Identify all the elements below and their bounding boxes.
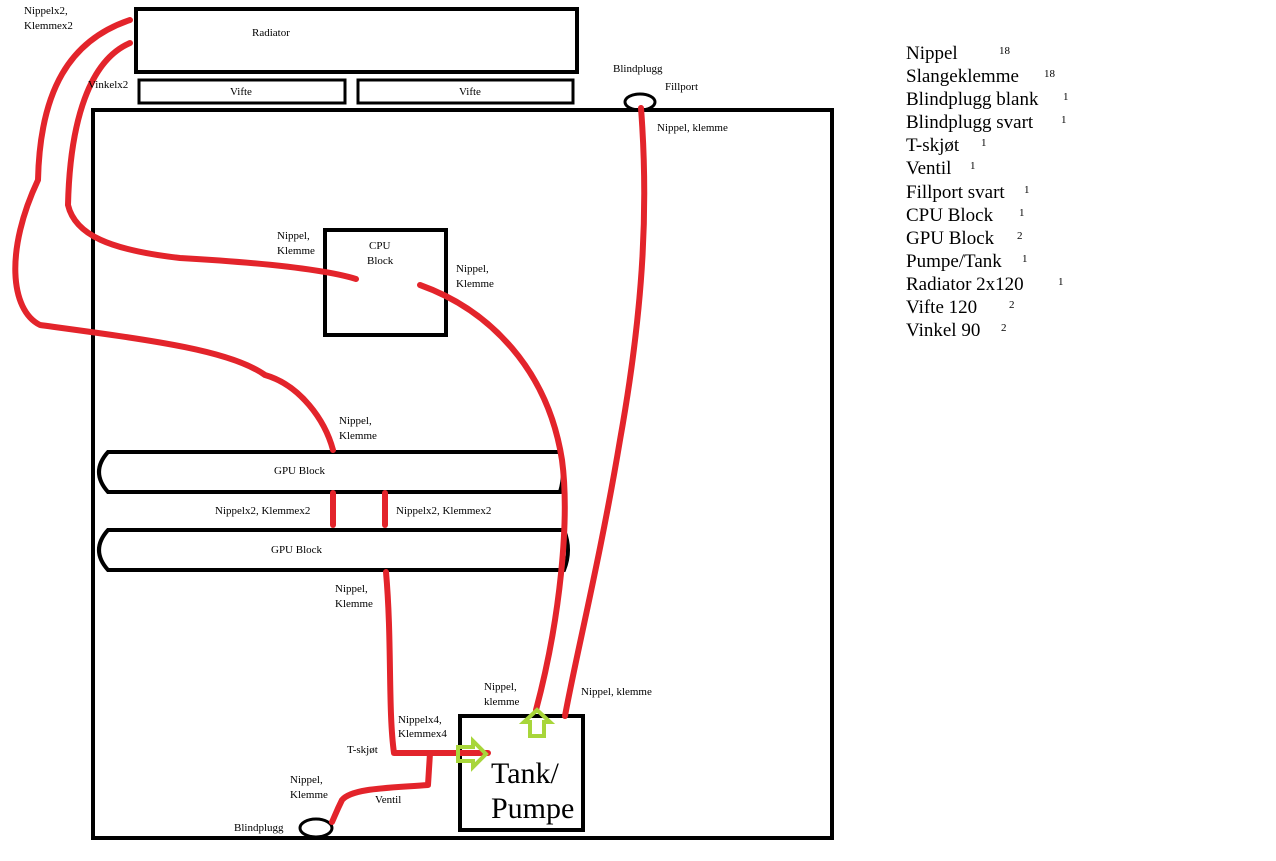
bottom-plug-label: Blindplugg [234,822,284,834]
hose-tee-to-drain [329,750,433,825]
parts-list-item: Fillport svart 1 [906,181,1038,204]
hose-gpu-to-tee [383,569,491,756]
tank-pump [458,714,585,832]
part-qty: 1 [981,137,987,150]
gpu-bridge-left-label: Nippelx2, Klemmex2 [215,505,310,517]
part-qty: 1 [1024,183,1030,196]
angle-fittings-label: Vinkelx2 [88,79,128,91]
gpu-block-bottom [97,528,570,572]
part-qty: 18 [999,45,1010,57]
fan-left [137,78,347,105]
cpu-in-label-2: Klemme [277,245,315,257]
parts-list-item: CPU Block 1 [906,204,1038,227]
parts-list-item: Ventil 1 [906,157,1038,180]
hose-radiator-to-gpu [12,17,336,453]
part-name: Radiator 2x120 [906,273,1024,295]
valve-label: Ventil [375,794,401,806]
part-name: Pumpe/Tank [906,250,1002,272]
drain-fitting-label-2: Klemme [290,789,328,801]
tank-in-label-1: Nippel, [484,681,517,693]
cpu-out-label-2: Klemme [456,278,494,290]
fan-left-label: Vifte [230,86,252,98]
part-name: Blindplugg svart [906,112,1034,134]
parts-list-item: Pumpe/Tank 1 [906,250,1038,273]
parts-list-item: Radiator 2x120 1 [906,273,1064,296]
part-qty: 2 [1001,322,1007,335]
cpu-block [323,228,448,337]
tank-in-label-2: klemme [484,696,520,708]
radiator-fittings-label-2: Klemmex2 [24,20,73,32]
hose-radiator-to-cpu [65,40,359,282]
radiator-fittings-label: Nippelx2, [24,5,68,17]
part-qty: 1 [1019,206,1025,219]
drain-fitting-label-1: Nippel, [290,774,323,786]
tank-pump-label-2: Pumpe [491,792,574,825]
gpu-block-top-label: GPU Block [274,465,326,477]
cpu-out-label-1: Nippel, [456,263,489,275]
tee-fittings-label-1: Nippelx4, [398,714,442,726]
gpu-top-in-label-1: Nippel, [339,415,372,427]
parts-list-item: T-skjøt 1 [906,134,1038,157]
tee-label: T-skjøt [347,744,378,756]
gpu-top-in-label-2: Klemme [339,430,377,442]
gpu-block-bottom-label: GPU Block [271,544,323,556]
cpu-block-label-1: CPU [369,240,390,252]
tee-fittings-label-2: Klemmex4 [398,728,447,740]
part-name: Blindplugg blank [906,89,1039,111]
part-qty: 1 [1022,252,1028,265]
radiator [134,7,579,74]
gpu-bottom-out-label-2: Klemme [335,598,373,610]
flow-arrow-right-icon [456,736,489,772]
part-qty: 2 [1009,299,1015,312]
pc-case [91,108,834,840]
part-qty: 18 [1044,68,1055,81]
part-qty: 1 [1063,91,1069,104]
flow-arrow-up-icon [518,707,556,738]
parts-list-item: Blindplugg svart 1 [906,111,1067,134]
parts-list-item: Nippel 18 [906,42,1038,65]
part-name: Vifte 120 [906,297,978,319]
part-name: CPU Block [906,204,994,226]
fan-right [356,78,575,105]
parts-list-item: Vifte 120 2 [906,296,1038,319]
tank-pump-label-1: Tank/ [491,757,560,790]
part-qty: 1 [1058,275,1064,288]
top-plug-label: Blindplugg [613,63,663,75]
part-name: Slangeklemme [906,66,1019,88]
gpu-bridge-right-label: Nippelx2, Klemmex2 [396,505,491,517]
part-name: Nippel [906,43,958,64]
fillport-label: Fillport [665,81,698,93]
radiator-label: Radiator [252,27,290,39]
cpu-block-label-2: Block [367,255,394,267]
drain-plug [298,817,334,839]
gpu-bottom-out-label-1: Nippel, [335,583,368,595]
part-qty: 1 [1061,114,1067,127]
part-qty: 2 [1017,229,1023,242]
part-name: T-skjøt [906,135,960,157]
hose-cpu-to-tank [417,282,568,713]
gpu-block-top [97,450,565,494]
part-name: Fillport svart [906,181,1005,203]
parts-list-item: Vinkel 90 2 [906,319,1038,342]
hose-fillport-to-tank [562,105,648,719]
cpu-in-label-1: Nippel, [277,230,310,242]
tank-return-label: Nippel, klemme [581,686,652,698]
part-name: GPU Block [906,227,995,249]
fan-right-label: Vifte [459,86,481,98]
parts-list-item: Slangeklemme 18 [906,65,1055,88]
fillport-fitting-label: Nippel, klemme [657,122,728,134]
part-name: Vinkel 90 [906,320,981,342]
part-qty: 1 [970,160,976,173]
parts-list-item: Blindplugg blank 1 [906,88,1069,111]
parts-list-item: GPU Block 2 [906,227,1038,250]
part-name: Ventil [906,158,952,180]
